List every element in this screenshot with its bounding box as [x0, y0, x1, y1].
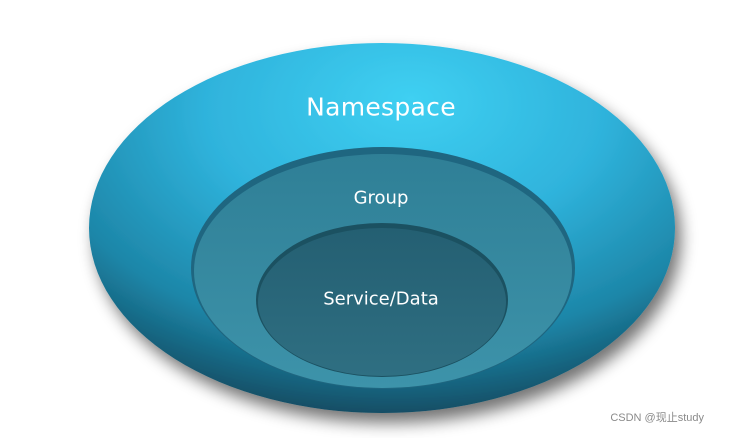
- service-data-label: Service/Data: [323, 288, 439, 310]
- namespace-label: Namespace: [306, 92, 456, 122]
- service-data-ellipse: [258, 228, 506, 376]
- watermark-text: CSDN @现止study: [610, 412, 704, 424]
- group-label: Group: [353, 187, 409, 209]
